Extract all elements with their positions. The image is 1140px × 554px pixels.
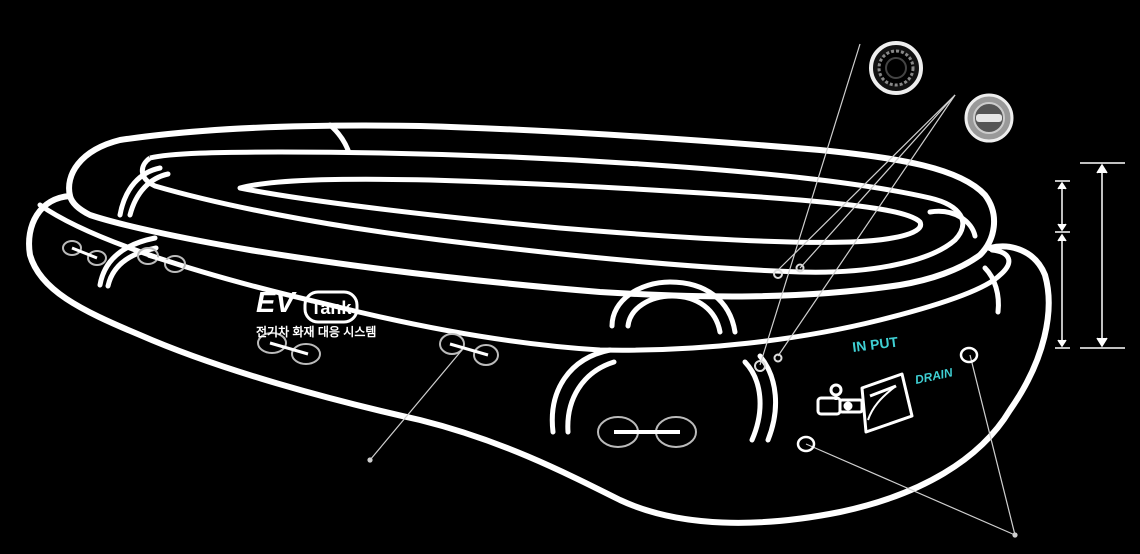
upper-tube-inner-rim	[139, 149, 966, 275]
handle-icon	[257, 332, 321, 365]
logo-ev: EV	[256, 287, 297, 319]
drain-port-icon	[860, 372, 914, 434]
input-label: IN PUT	[851, 333, 899, 355]
upper-tube-outer	[66, 122, 998, 300]
inlet-coupling-icon	[816, 383, 864, 416]
support-arches-upper	[117, 122, 1001, 335]
handle-icon	[597, 416, 697, 448]
logo-tank: Tank	[311, 298, 353, 318]
leader-lines	[367, 43, 1018, 538]
handle-icon	[439, 333, 499, 366]
small-valve-icon	[754, 263, 805, 372]
support-arches-lower	[97, 235, 779, 443]
logo-tank-badge	[303, 290, 359, 324]
port-circles	[796, 346, 979, 453]
tank-floor-opening	[237, 176, 924, 245]
dimension-arrow-icon	[1055, 162, 1125, 349]
logo-tagline: 전기차 화재 대응 시스템	[256, 324, 376, 339]
handle-icon	[62, 240, 107, 266]
round-valve-icon	[869, 41, 923, 95]
lower-tube-top-seam	[37, 202, 1012, 353]
ev-tank-logo: EV Tank 전기차 화재 대응 시스템	[256, 287, 376, 339]
handle-icon	[137, 247, 186, 273]
lower-tube-outline	[26, 193, 1052, 526]
twist-valve-icon	[964, 93, 1014, 143]
